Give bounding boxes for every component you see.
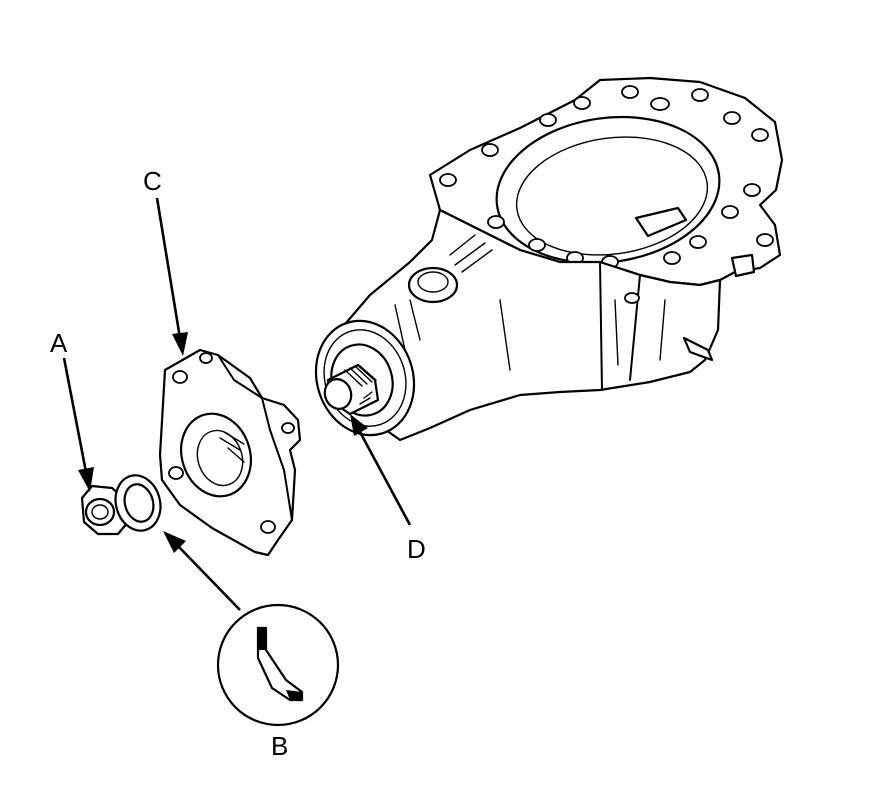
callout-label-b: B: [271, 731, 288, 761]
retainer-flange: [158, 348, 302, 557]
flange-bolt-holes: [439, 85, 774, 269]
callout-label-d: D: [407, 534, 426, 564]
callout-label-c: C: [143, 166, 162, 196]
leader-lines: [62, 197, 412, 611]
transfer-housing: [314, 76, 784, 442]
callout-label-a: A: [50, 328, 68, 358]
output-shaft: [323, 363, 380, 416]
washer-detail-view: [216, 603, 340, 727]
washer: [114, 474, 162, 532]
